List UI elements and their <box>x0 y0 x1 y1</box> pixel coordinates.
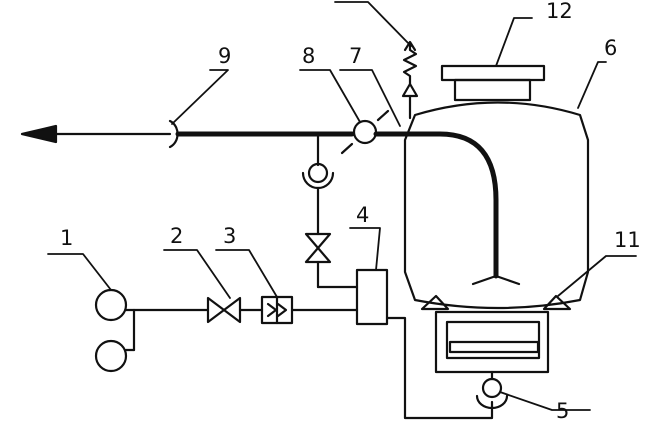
leader-lines <box>47 1 637 411</box>
label-8: 8 <box>302 44 315 68</box>
relief-valve <box>401 40 419 120</box>
cover-12 <box>440 64 546 82</box>
heater-base <box>434 310 550 374</box>
filter-3 <box>260 295 294 325</box>
gate-valve-branch <box>304 232 332 264</box>
cylinder-1-bottom <box>94 339 128 373</box>
label-2: 2 <box>170 224 183 248</box>
label-9: 9 <box>218 44 231 68</box>
label-11: 11 <box>614 228 641 252</box>
outlet-arrow <box>20 124 172 144</box>
check-valve-branch <box>301 162 335 190</box>
label-4: 4 <box>356 203 369 227</box>
support-11-right <box>542 294 572 311</box>
label-12: 12 <box>546 0 573 23</box>
label-3: 3 <box>223 224 236 248</box>
unit-4 <box>355 268 389 326</box>
label-6: 6 <box>604 36 617 60</box>
label-7: 7 <box>349 44 362 68</box>
label-5: 5 <box>556 399 569 423</box>
cylinder-1-top <box>94 288 128 322</box>
label-1: 1 <box>60 226 73 250</box>
gate-valve-2 <box>206 296 242 324</box>
support-11-left <box>420 294 450 311</box>
